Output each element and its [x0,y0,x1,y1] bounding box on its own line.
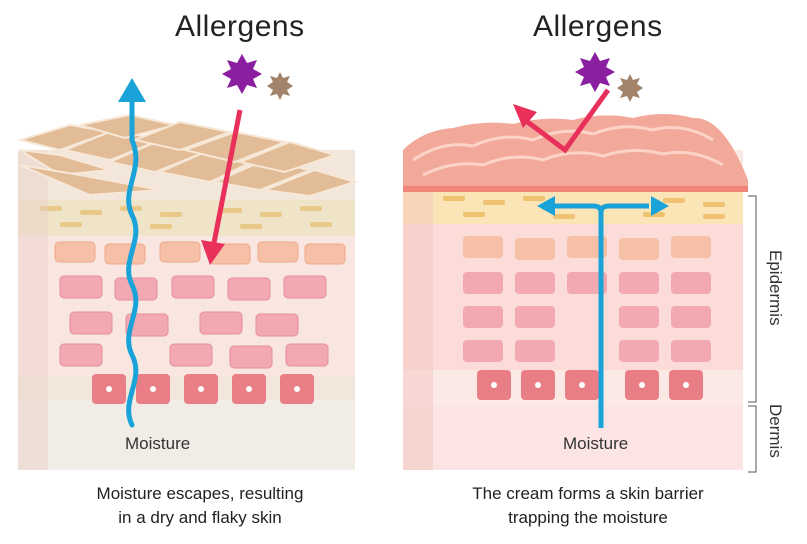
allergens-title: Allergens [533,10,663,43]
allergen-purple-icon [222,54,262,94]
allergen-brown-icon [267,72,293,100]
lipid-dashes [443,196,725,219]
block-side-shade [18,150,48,470]
allergen-purple-icon [575,52,615,92]
protected-skin-panel: Allergens Moisture Epidermis Dermis The … [403,0,806,544]
dermis-label: Dermis [766,404,785,458]
protected-skin-caption: The cream forms a skin barrier trapping … [398,482,778,530]
flaky-skin-surface [16,113,359,198]
keratinocyte-cells-middle [59,275,329,369]
dry-skin-caption: Moisture escapes, resulting in a dry and… [10,482,390,530]
epidermis-label: Epidermis [766,250,785,326]
keratinocyte-cells-upper [54,241,346,265]
dry-skin-panel: Allergens Moisture Moisture escapes, res… [0,0,403,544]
dermis-layer [18,400,355,470]
moisture-right-arrow-head [651,196,669,216]
allergen-arrow-head [201,240,225,265]
basal-cells [92,374,314,404]
moisture-label: Moisture [563,434,629,453]
moisture-label: Moisture [125,434,191,453]
dermis-bracket [748,405,757,473]
basal-cells [477,370,703,400]
cream-barrier-surface [403,114,748,192]
dry-skin-illustration [16,54,359,470]
dermis-layer [403,406,743,470]
allergen-penetration-arrow [210,109,243,249]
protected-skin-illustration [403,52,757,473]
moisture-right-branch [598,203,649,213]
keratinocyte-cells-middle [463,272,711,362]
epidermis-bracket [748,195,757,403]
allergen-deflected-arrow-head [513,104,537,128]
block-side-shade [403,150,433,470]
caption-line-1: The cream forms a skin barrier [472,484,704,503]
caption-line-1: Moisture escapes, resulting [96,484,304,503]
caption-line-2: in a dry and flaky skin [118,508,282,527]
allergen-brown-icon [617,74,643,102]
stratum-layer [18,200,355,236]
caption-line-2: trapping the moisture [508,508,668,527]
moisture-escape-arrow [126,97,139,428]
keratinocyte-cells-upper [463,236,711,260]
lipid-dashes [40,206,332,229]
moisture-arrow-head [118,78,146,102]
allergens-title: Allergens [175,10,305,43]
allergen-deflected-arrow [523,88,611,154]
moisture-left-arrow-head [537,196,555,216]
